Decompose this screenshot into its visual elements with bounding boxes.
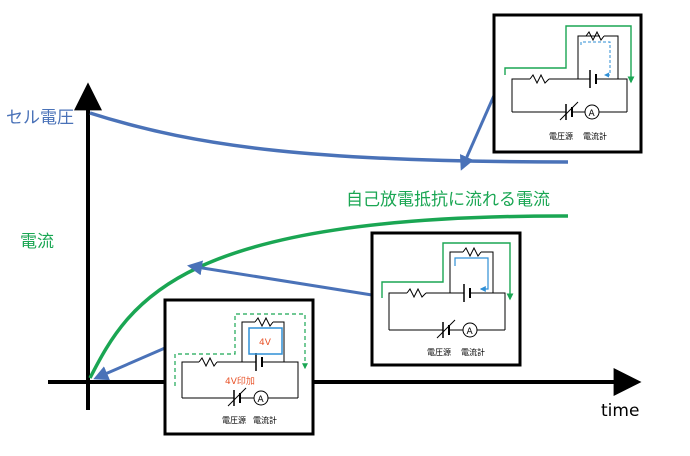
applied-voltage-tag: 4V印加 [225, 375, 255, 387]
svg-text:電圧源: 電圧源 [427, 348, 451, 357]
inset-circuit-top: A 電圧源 電流計 [492, 13, 643, 154]
svg-text:電圧源: 電圧源 [549, 132, 573, 141]
current-label: 電流 [20, 232, 54, 252]
inset-circuit-bottom: A 4V 4V印加 電圧源 電流計 [163, 298, 315, 436]
cell-voltage-tag: 4V [259, 338, 272, 348]
svg-text:A: A [258, 395, 265, 405]
svg-text:電圧源: 電圧源 [222, 416, 246, 425]
self-discharge-resistor [585, 30, 605, 42]
svg-text:電流計: 電流計 [461, 347, 485, 357]
pointer-arrow-middle [187, 260, 373, 297]
resistor-symbol [529, 73, 550, 85]
pointer-arrow-bottom [93, 346, 166, 381]
svg-text:A: A [589, 109, 596, 119]
self-discharge-label: 自己放電抵抗に流れる電流 [346, 190, 550, 210]
cell-voltage-label: セル電圧 [6, 108, 74, 128]
svg-text:電流計: 電流計 [253, 415, 277, 425]
inset-circuit-middle: A 電圧源 電流計 [370, 231, 522, 367]
time-label: time [601, 401, 639, 421]
svg-text:電流計: 電流計 [583, 131, 607, 141]
svg-text:A: A [467, 327, 474, 337]
pointer-arrow-top [459, 90, 498, 171]
